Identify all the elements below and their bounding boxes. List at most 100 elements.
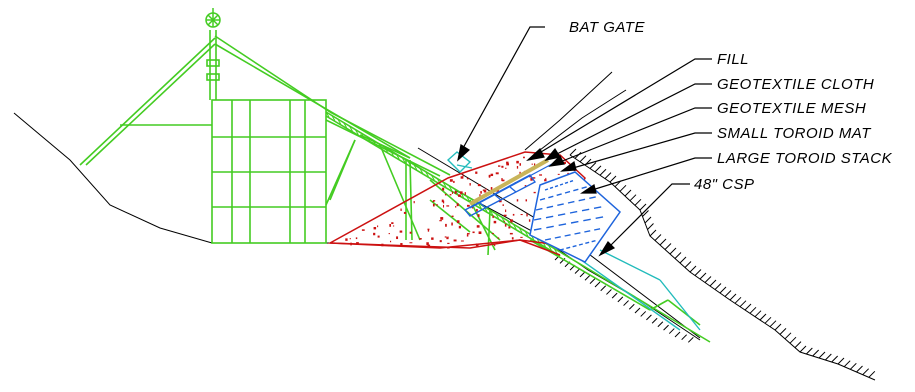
headframe <box>79 30 711 343</box>
fill-speckle <box>512 213 515 216</box>
fill-speckle <box>456 220 460 224</box>
fill-speckle <box>413 201 415 204</box>
fill-speckle <box>441 199 444 203</box>
fill-speckle <box>409 231 412 234</box>
conveyor-tick <box>448 185 453 191</box>
conveyor-tick <box>372 139 377 146</box>
debris-hatch-mark <box>606 289 612 295</box>
debris-hatch-mark <box>600 285 607 292</box>
fill-speckle <box>502 204 504 206</box>
fill-speckle <box>446 205 450 207</box>
fill-speckle <box>493 220 497 224</box>
rock-hatch-mark <box>649 229 657 237</box>
fill-speckle <box>563 161 566 165</box>
toroid-dash <box>572 244 577 248</box>
debris-hatch-mark <box>628 303 635 310</box>
lower-ground-line <box>454 189 701 341</box>
conveyor-tick <box>337 118 342 125</box>
rock-hatch-mark <box>794 341 802 348</box>
toroid-dash <box>569 210 578 214</box>
conveyor-tick <box>506 220 511 226</box>
toroid-dash <box>593 206 602 210</box>
fill-speckle <box>508 226 511 229</box>
fill-speckle <box>444 193 447 196</box>
conveyor-tick <box>442 181 447 188</box>
fill-speckle <box>400 208 402 211</box>
fill-speckle <box>509 232 513 235</box>
rock-hatch-mark <box>619 184 627 192</box>
debris-hatch-mark <box>611 292 618 299</box>
rock-hatch-mark <box>589 162 597 169</box>
conveyor-tick <box>430 174 435 181</box>
fill-speckle <box>472 231 475 234</box>
conveyor-tick <box>401 157 406 163</box>
fill-speckle <box>436 204 438 206</box>
fill-speckle <box>505 167 507 170</box>
conveyor-tick <box>407 160 412 167</box>
fill-speckle <box>458 194 461 197</box>
fill-speckle <box>458 225 461 229</box>
conveyor-tick <box>343 122 347 128</box>
toroid-dash <box>548 195 554 199</box>
label-geotextile-cloth: GEOTEXTILE CLOTH <box>717 76 874 93</box>
conveyor-tick <box>360 132 365 139</box>
debris-hatch-mark <box>674 331 681 338</box>
fill-speckle <box>528 219 531 222</box>
fill-speckle <box>471 206 474 209</box>
rock-hatch-mark <box>699 272 707 280</box>
fill-speckle <box>477 184 481 187</box>
fill-speckle <box>432 200 435 203</box>
rock-hatch-mark <box>604 172 612 179</box>
fill-speckle <box>476 209 478 212</box>
fill-speckle <box>516 199 519 202</box>
rock-hatch-mark <box>759 313 767 321</box>
rock-hatch-mark <box>749 306 757 314</box>
rock-hatch-mark <box>639 203 647 211</box>
fill-speckle <box>391 222 394 225</box>
rock-hatch-mark <box>812 349 820 357</box>
debris-hatch-mark <box>663 324 669 331</box>
fill-speckle <box>469 183 471 186</box>
fill-speckle <box>490 173 494 177</box>
fill-speckle <box>475 171 478 174</box>
fill-speckle <box>419 238 422 240</box>
toroid-dash <box>581 186 587 190</box>
large-toroid-stack <box>529 171 621 263</box>
rock-hatch-mark <box>642 210 649 217</box>
toroid-dash <box>546 205 554 209</box>
fill-speckle <box>491 232 494 235</box>
rock-hatch-mark <box>774 323 782 331</box>
rock-hatch-mark <box>818 351 826 359</box>
fill-speckle <box>497 237 500 239</box>
fill-speckle <box>431 237 434 240</box>
conveyor-tick <box>553 248 558 254</box>
rock-hatch-mark <box>734 296 742 304</box>
fill-speckle <box>373 232 376 236</box>
fill-speckle <box>520 214 523 216</box>
toroid-dash <box>567 200 575 204</box>
debris-hatch-mark <box>623 300 629 306</box>
rock-hatch-mark <box>664 243 672 250</box>
fill-speckle <box>454 190 457 194</box>
debris-hatch-mark <box>594 281 601 288</box>
rock-hatch-mark <box>862 368 870 376</box>
rock-hatch-mark <box>594 165 602 173</box>
conveyor-tick <box>348 125 353 132</box>
toroid-dash <box>558 223 567 227</box>
fill-speckle <box>501 178 503 182</box>
fill-speckle <box>455 206 457 208</box>
fill-speckle <box>498 165 501 167</box>
fill-speckle <box>399 230 403 233</box>
debris-hatch <box>554 254 694 343</box>
toroid-dash <box>570 220 579 224</box>
rock-hatch-mark <box>689 265 697 273</box>
fill-speckle <box>503 220 505 223</box>
fill-speckle <box>355 237 358 240</box>
fill-speckle <box>490 187 493 190</box>
fill-speckle <box>466 233 470 235</box>
fill-speckle <box>409 242 413 244</box>
rock-hatch-mark <box>769 320 777 328</box>
fill-speckle <box>439 220 442 222</box>
fill-speckle <box>439 240 442 243</box>
fill-speckle <box>501 179 505 182</box>
